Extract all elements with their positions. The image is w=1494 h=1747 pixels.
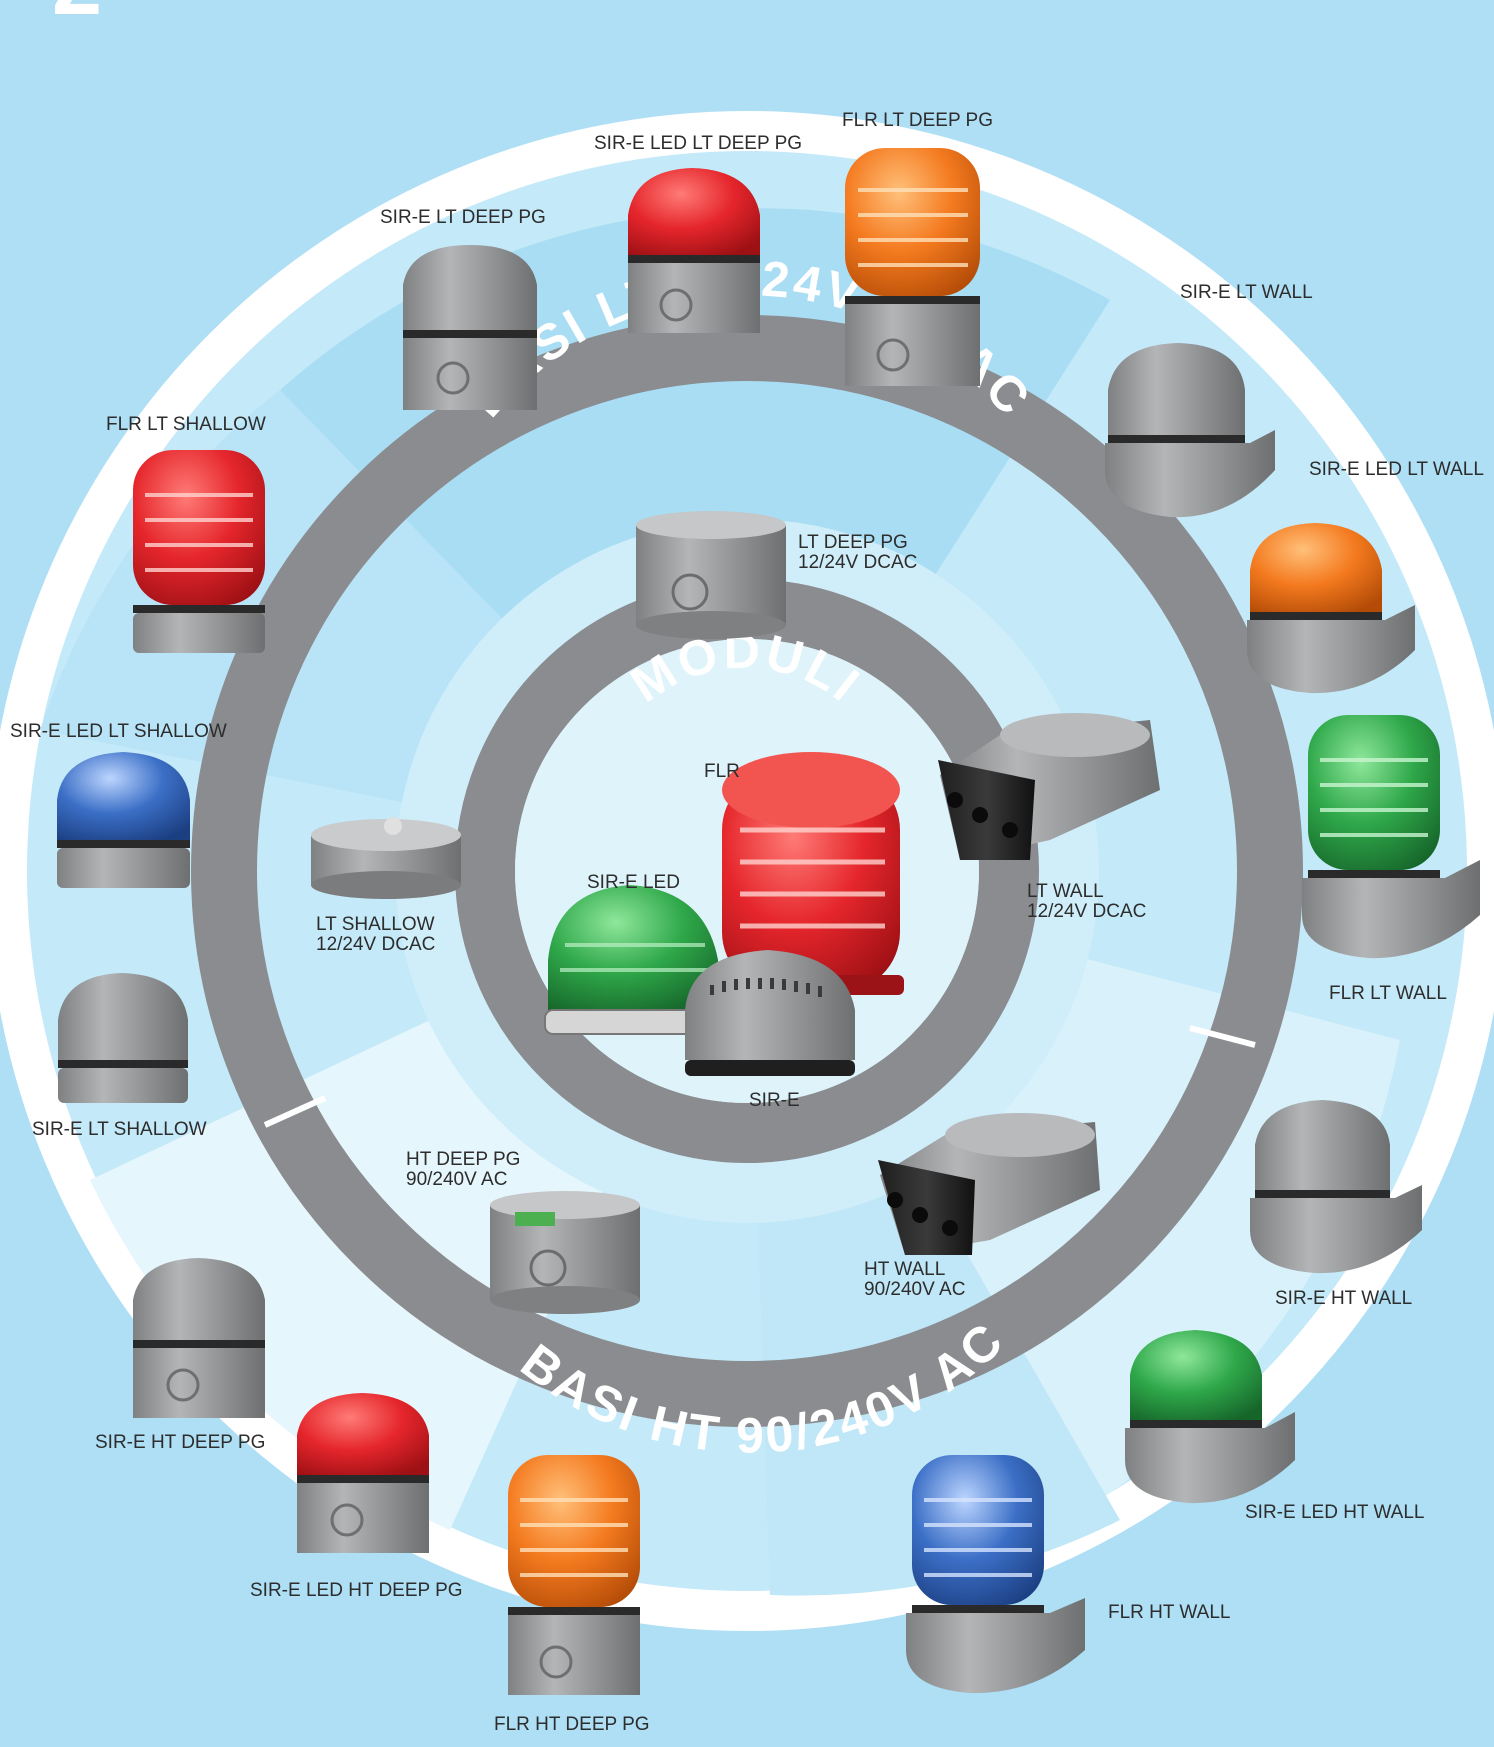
- base-lt-shallow: [311, 817, 461, 899]
- label-lt-shallow-2: 12/24V DCAC: [316, 934, 435, 955]
- product-flr-ht-wall: [906, 1455, 1085, 1694]
- base-ring: [191, 315, 1303, 1427]
- label-sir-e-led-ht-wall: SIR-E LED HT WALL: [1245, 1502, 1425, 1523]
- product-flr-lt-deep-pg: [845, 148, 980, 386]
- product-flr-ht-deep-pg: [508, 1455, 640, 1695]
- label-sir-e-ht-deep-pg: SIR-E HT DEEP PG: [95, 1432, 265, 1453]
- label-sir-e-led: SIR-E LED: [587, 872, 680, 893]
- label-lt-wall-2: 12/24V DCAC: [1027, 901, 1146, 922]
- product-sir-e-led-lt-wall: [1247, 523, 1415, 694]
- label-ht-wall-2: 90/240V AC: [864, 1279, 965, 1300]
- product-sir-e-lt-wall: [1105, 343, 1275, 518]
- label-ht-wall-1: HT WALL: [864, 1259, 945, 1280]
- label-sir-e-led-lt-wall: SIR-E LED LT WALL: [1309, 459, 1484, 480]
- label-flr-ht-wall: FLR HT WALL: [1108, 1602, 1230, 1623]
- product-sir-e-led-lt-deep-pg: [628, 168, 760, 333]
- label-sir-e-led-lt-deep-pg: SIR-E LED LT DEEP PG: [594, 133, 802, 154]
- base-ht-deep-pg: [490, 1191, 640, 1314]
- product-sir-e-lt-shallow: [58, 973, 188, 1103]
- product-sir-e-led-ht-deep-pg: [297, 1393, 429, 1553]
- product-sir-e-led-lt-shallow: [57, 752, 190, 888]
- page-number: 2: [52, 0, 102, 34]
- label-ht-deep-pg-2: 90/240V AC: [406, 1169, 507, 1190]
- product-flr-lt-shallow: [133, 450, 265, 653]
- product-sir-e-ht-deep-pg: [133, 1258, 265, 1418]
- base-ht-wall: [878, 1113, 1100, 1255]
- label-flr: FLR: [704, 761, 740, 782]
- module-sir-e: [685, 950, 855, 1076]
- product-sir-e-lt-deep-pg: [403, 245, 537, 410]
- label-sir-e: SIR-E: [749, 1090, 800, 1111]
- product-sir-e-led-ht-wall: [1125, 1330, 1295, 1504]
- label-flr-lt-wall: FLR LT WALL: [1329, 983, 1447, 1004]
- label-sir-e-led-lt-shallow: SIR-E LED LT SHALLOW: [10, 721, 227, 742]
- label-sir-e-ht-wall: SIR-E HT WALL: [1275, 1288, 1412, 1309]
- base-lt-deep-pg: [636, 511, 786, 639]
- product-flr-lt-wall: [1302, 715, 1480, 959]
- ring-divider-left: [263, 1095, 327, 1128]
- product-sir-e-ht-wall: [1250, 1100, 1422, 1274]
- label-lt-wall-1: LT WALL: [1027, 881, 1104, 902]
- label-flr-lt-deep-pg: FLR LT DEEP PG: [842, 110, 993, 131]
- module-sir-e-led: [544, 885, 722, 1035]
- label-sir-e-lt-wall: SIR-E LT WALL: [1180, 282, 1313, 303]
- label-ht-deep-pg-1: HT DEEP PG: [406, 1149, 520, 1170]
- label-sir-e-led-ht-deep-pg: SIR-E LED HT DEEP PG: [250, 1580, 463, 1601]
- label-sir-e-lt-deep-pg: SIR-E LT DEEP PG: [380, 207, 546, 228]
- label-lt-deep-pg-2: 12/24V DCAC: [798, 552, 917, 573]
- ring-divider-right: [1189, 1025, 1256, 1048]
- label-sir-e-lt-shallow: SIR-E LT SHALLOW: [32, 1119, 207, 1140]
- label-lt-deep-pg-1: LT DEEP PG: [798, 532, 908, 553]
- label-flr-lt-shallow: FLR LT SHALLOW: [106, 414, 266, 435]
- label-flr-ht-deep-pg: FLR HT DEEP PG: [494, 1714, 650, 1735]
- label-lt-shallow-1: LT SHALLOW: [316, 914, 435, 935]
- base-lt-wall: [938, 713, 1160, 860]
